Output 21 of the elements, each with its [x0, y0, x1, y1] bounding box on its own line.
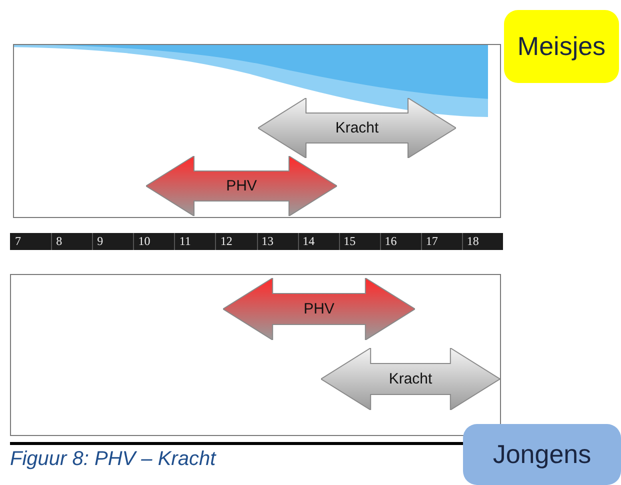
tick-label: 18 — [466, 234, 479, 249]
arrow-label: PHV — [304, 300, 334, 318]
panel-frame — [13, 44, 501, 218]
tick-label: 14 — [302, 234, 315, 249]
tick-label: 10 — [138, 234, 150, 249]
tick-label: 11 — [179, 234, 191, 249]
figure-caption: Figuur 8: PHV – Kracht — [10, 448, 216, 471]
tick-label: 13 — [262, 234, 274, 249]
tick-label: 9 — [97, 234, 104, 249]
category-tag: Jongens — [463, 424, 621, 485]
tick-label: 7 — [15, 234, 21, 249]
arrow-label: PHV — [226, 178, 257, 194]
tick-label: 12 — [220, 234, 232, 249]
panel-frame — [10, 274, 501, 436]
tick-label: 15 — [344, 234, 356, 249]
category-tag: Meisjes — [504, 10, 619, 83]
tick-label: 16 — [384, 234, 397, 249]
arrow-label: Kracht — [388, 370, 432, 388]
tick-label: 17 — [426, 234, 438, 249]
arrow-label: Kracht — [335, 120, 379, 136]
tick-label: 8 — [56, 234, 62, 249]
